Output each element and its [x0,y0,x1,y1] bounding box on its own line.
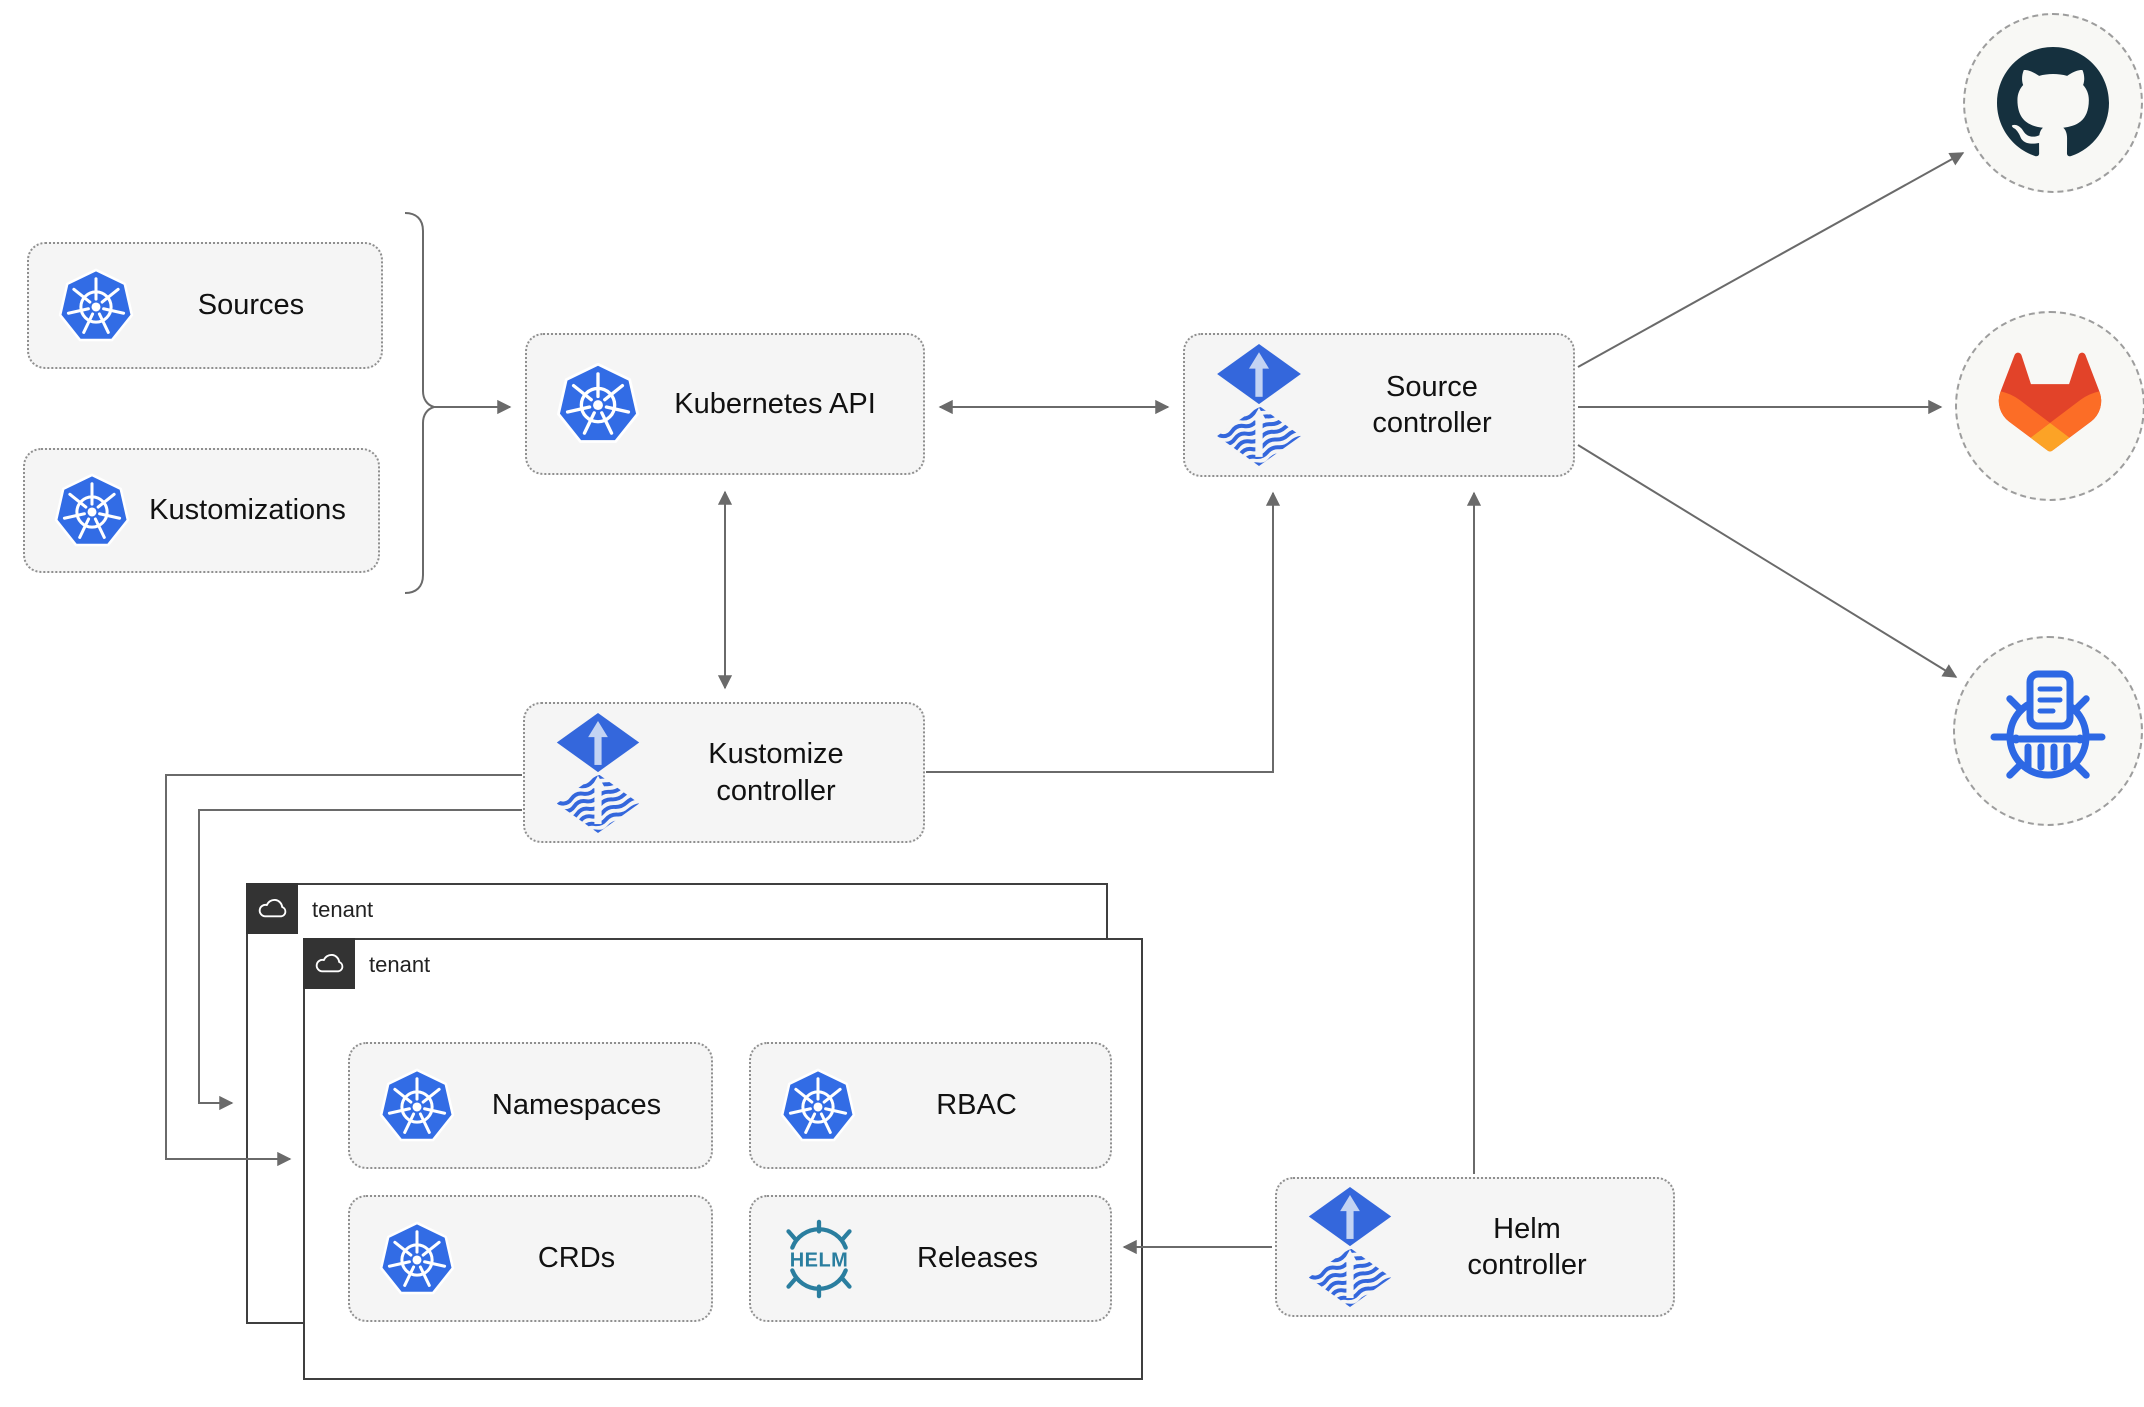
node-kubernetes-api: Kubernetes API [525,333,925,475]
node-label: Kubernetes API [674,387,876,420]
target-helm-repository [1953,636,2143,826]
node-sources: Sources [27,242,383,369]
flux-icon [553,713,643,833]
edge-kustomize-to-source-controller [926,491,1281,773]
node-label: Namespaces [491,1089,662,1122]
node-label: Sources [197,289,305,322]
kubernetes-icon [57,267,135,345]
node-namespaces: Namespaces [348,1042,713,1169]
tenant-tab [303,938,355,989]
node-rbac: RBAC [749,1042,1112,1169]
node-kustomizations: Kustomizations [23,448,380,573]
kubernetes-icon [378,1067,456,1145]
node-crds: CRDs [348,1195,713,1322]
github-icon [1997,47,2109,159]
node-source-controller: Source controller [1183,333,1575,477]
kubernetes-icon [53,472,131,550]
node-label: RBAC [936,1089,1017,1122]
node-releases: HELM Releases [749,1195,1112,1322]
cloud-icon [255,895,289,922]
node-label: Source controller [1372,370,1492,439]
helm-icon: HELM [786,1219,852,1298]
edge-source-to-github [1577,152,1965,368]
target-gitlab [1955,311,2144,501]
tenant-group-label: tenant [369,952,431,977]
kubernetes-icon [378,1220,456,1298]
flux-icon [1305,1187,1395,1307]
gitlab-icon [1986,345,2114,467]
node-label: Helm controller [1467,1212,1587,1281]
tenant-group-front: tenant Namespaces RBAC CRDs [303,938,1143,1380]
kubernetes-icon [555,361,641,447]
tenant-group-label: tenant [312,897,374,922]
edge-source-to-helm-repository [1577,444,1958,678]
node-kustomize-controller: Kustomize controller [523,702,925,843]
target-github [1963,13,2143,193]
node-label: Kustomizations [149,494,346,527]
kubernetes-icon [779,1067,857,1145]
cloud-icon [312,950,346,977]
node-label: CRDs [537,1242,616,1275]
node-helm-controller: Helm controller [1275,1177,1675,1317]
tenant-tab [246,883,298,934]
flux-icon [1213,344,1305,466]
helm-logo-text: HELM [790,1249,849,1271]
chartmuseum-icon [1986,669,2110,793]
node-label: Kustomize controller [708,738,844,807]
node-label: Releases [917,1242,1038,1275]
edge-group-brace [404,212,438,594]
